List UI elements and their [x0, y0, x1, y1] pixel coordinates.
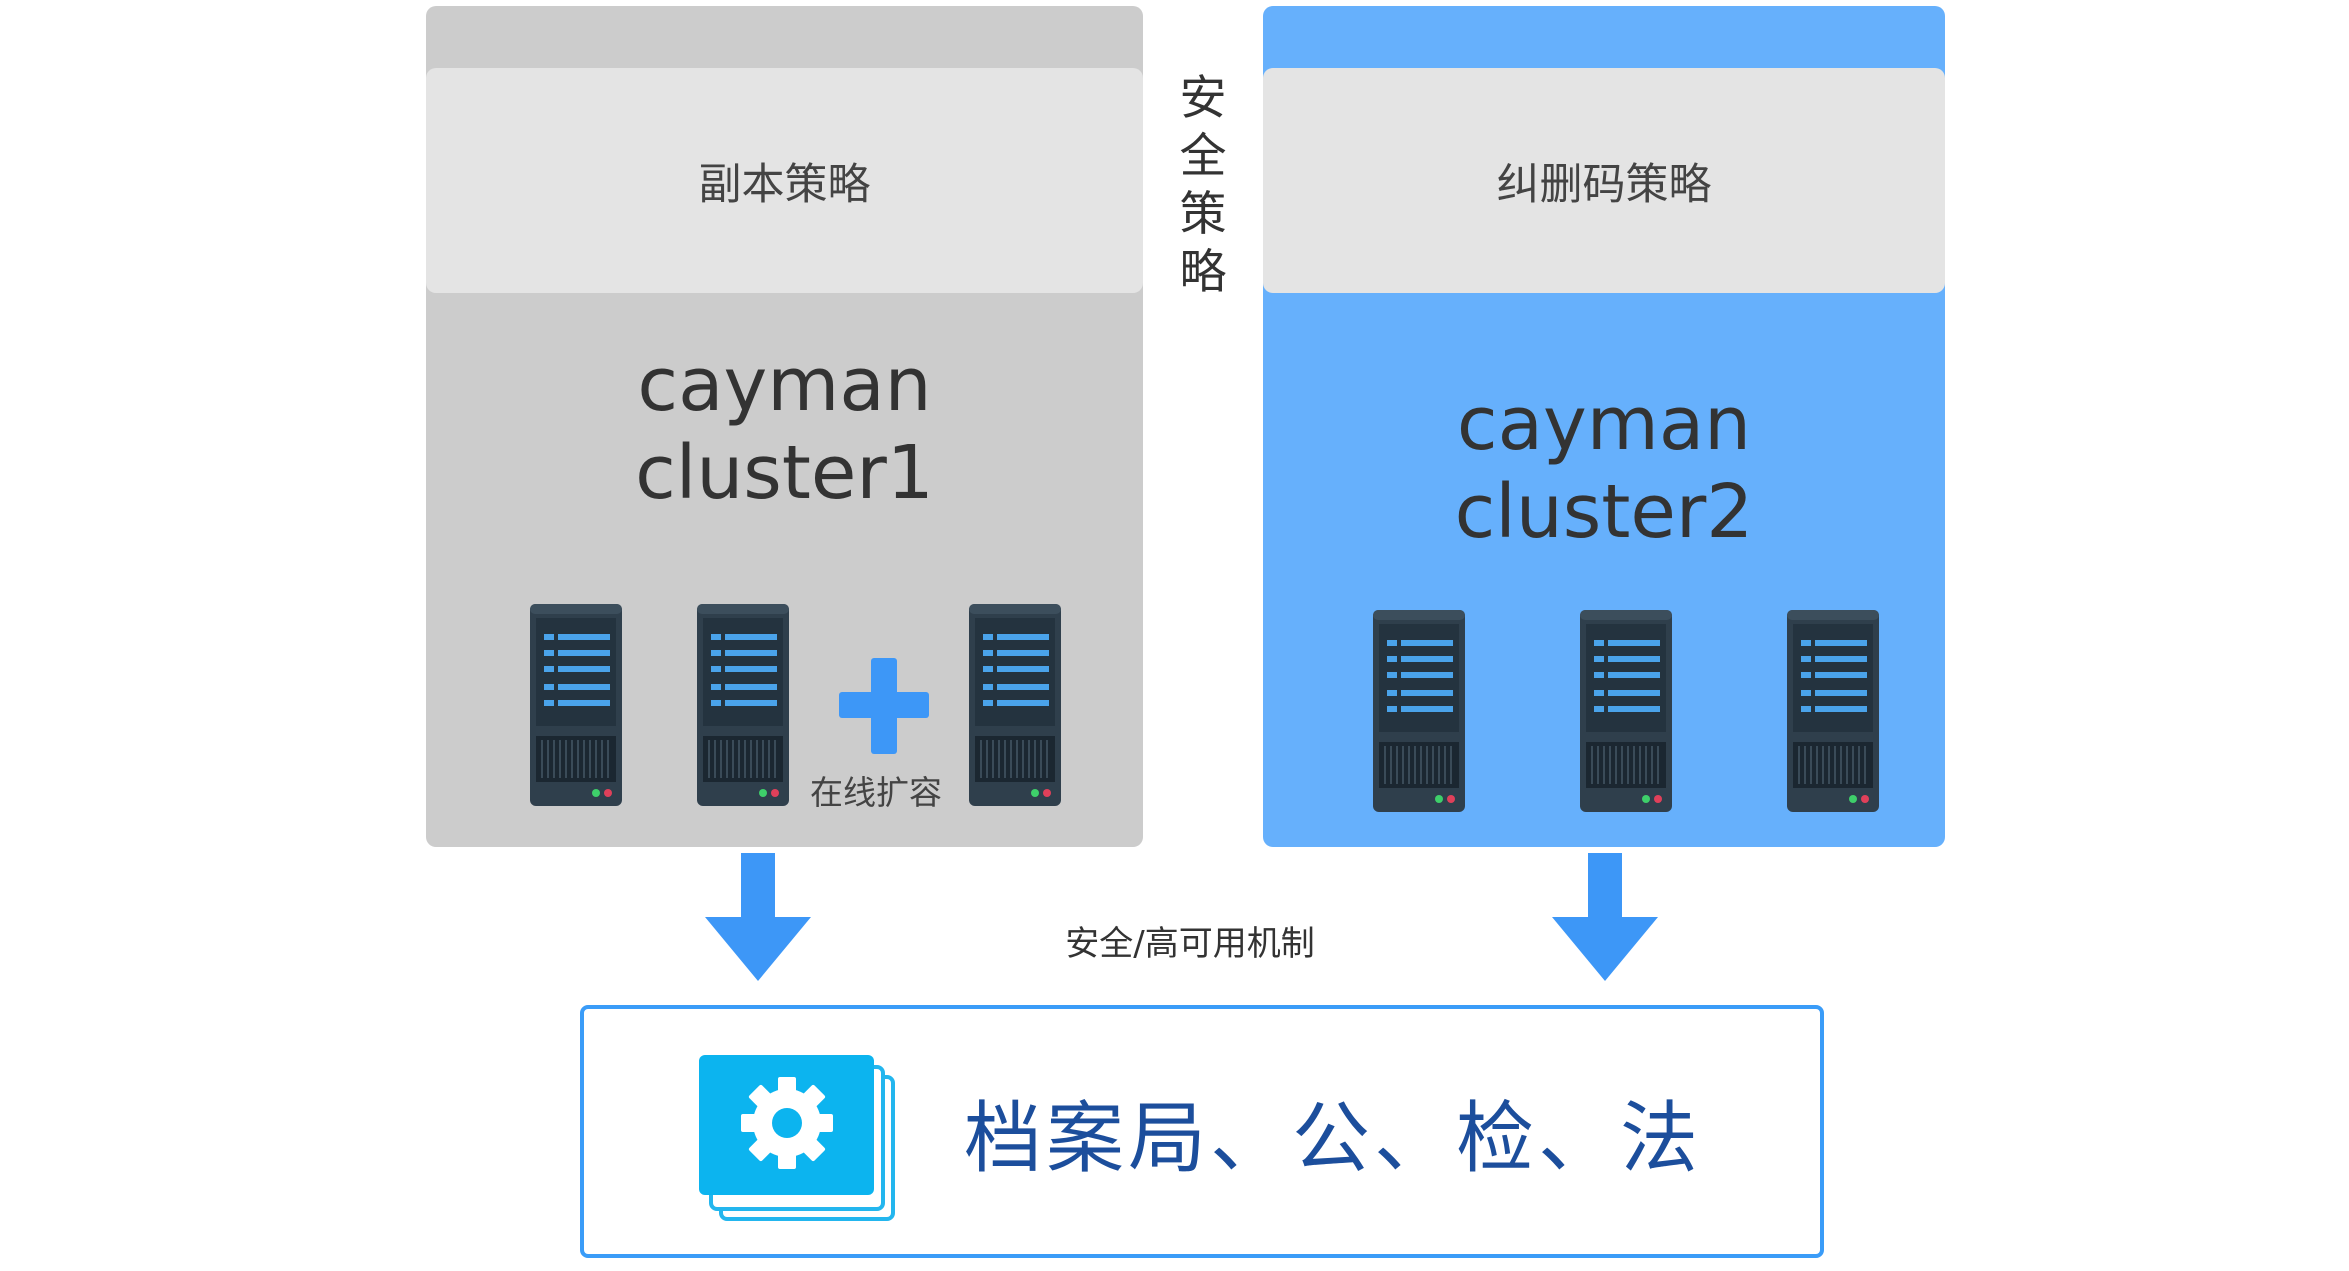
plus-icon: [839, 658, 929, 758]
arrow-down-icon: [705, 853, 811, 985]
cluster1-panel: 副本策略 cayman cluster1: [426, 6, 1143, 847]
security-strategy-label: 安全策略: [1179, 71, 1227, 300]
server-icon: [530, 604, 622, 806]
server-icon: [1787, 610, 1879, 812]
erasure-code-strategy-label: 纠删码策略: [1496, 159, 1712, 210]
replica-strategy-label: 副本策略: [698, 159, 871, 210]
replica-strategy-band: 副本策略: [426, 68, 1143, 293]
target-box: 档案局、公、检、法: [580, 1005, 1824, 1258]
server-icon: [1373, 610, 1465, 812]
erasure-code-strategy-band: 纠删码策略: [1263, 68, 1945, 293]
cluster2-title-line1: cayman: [1456, 381, 1752, 467]
cluster1-title-line1: cayman: [637, 342, 932, 428]
server-icon: [969, 604, 1061, 806]
server-icon: [697, 604, 789, 806]
cluster2-title-line2: cluster2: [1454, 469, 1754, 555]
target-label: 档案局、公、检、法: [964, 1093, 1703, 1184]
gear-icon: [699, 1055, 899, 1229]
online-expansion-label: 在线扩容: [810, 773, 942, 812]
cluster2-panel: 纠删码策略 cayman cluster2: [1263, 6, 1945, 847]
cluster1-title-line2: cluster1: [635, 430, 934, 516]
server-icon: [1580, 610, 1672, 812]
arrow-down-icon: [1552, 853, 1658, 985]
cluster2-title: cayman cluster2: [1263, 380, 1945, 556]
availability-mechanism-label: 安全/高可用机制: [1065, 924, 1315, 964]
cluster1-title: cayman cluster1: [426, 341, 1143, 517]
